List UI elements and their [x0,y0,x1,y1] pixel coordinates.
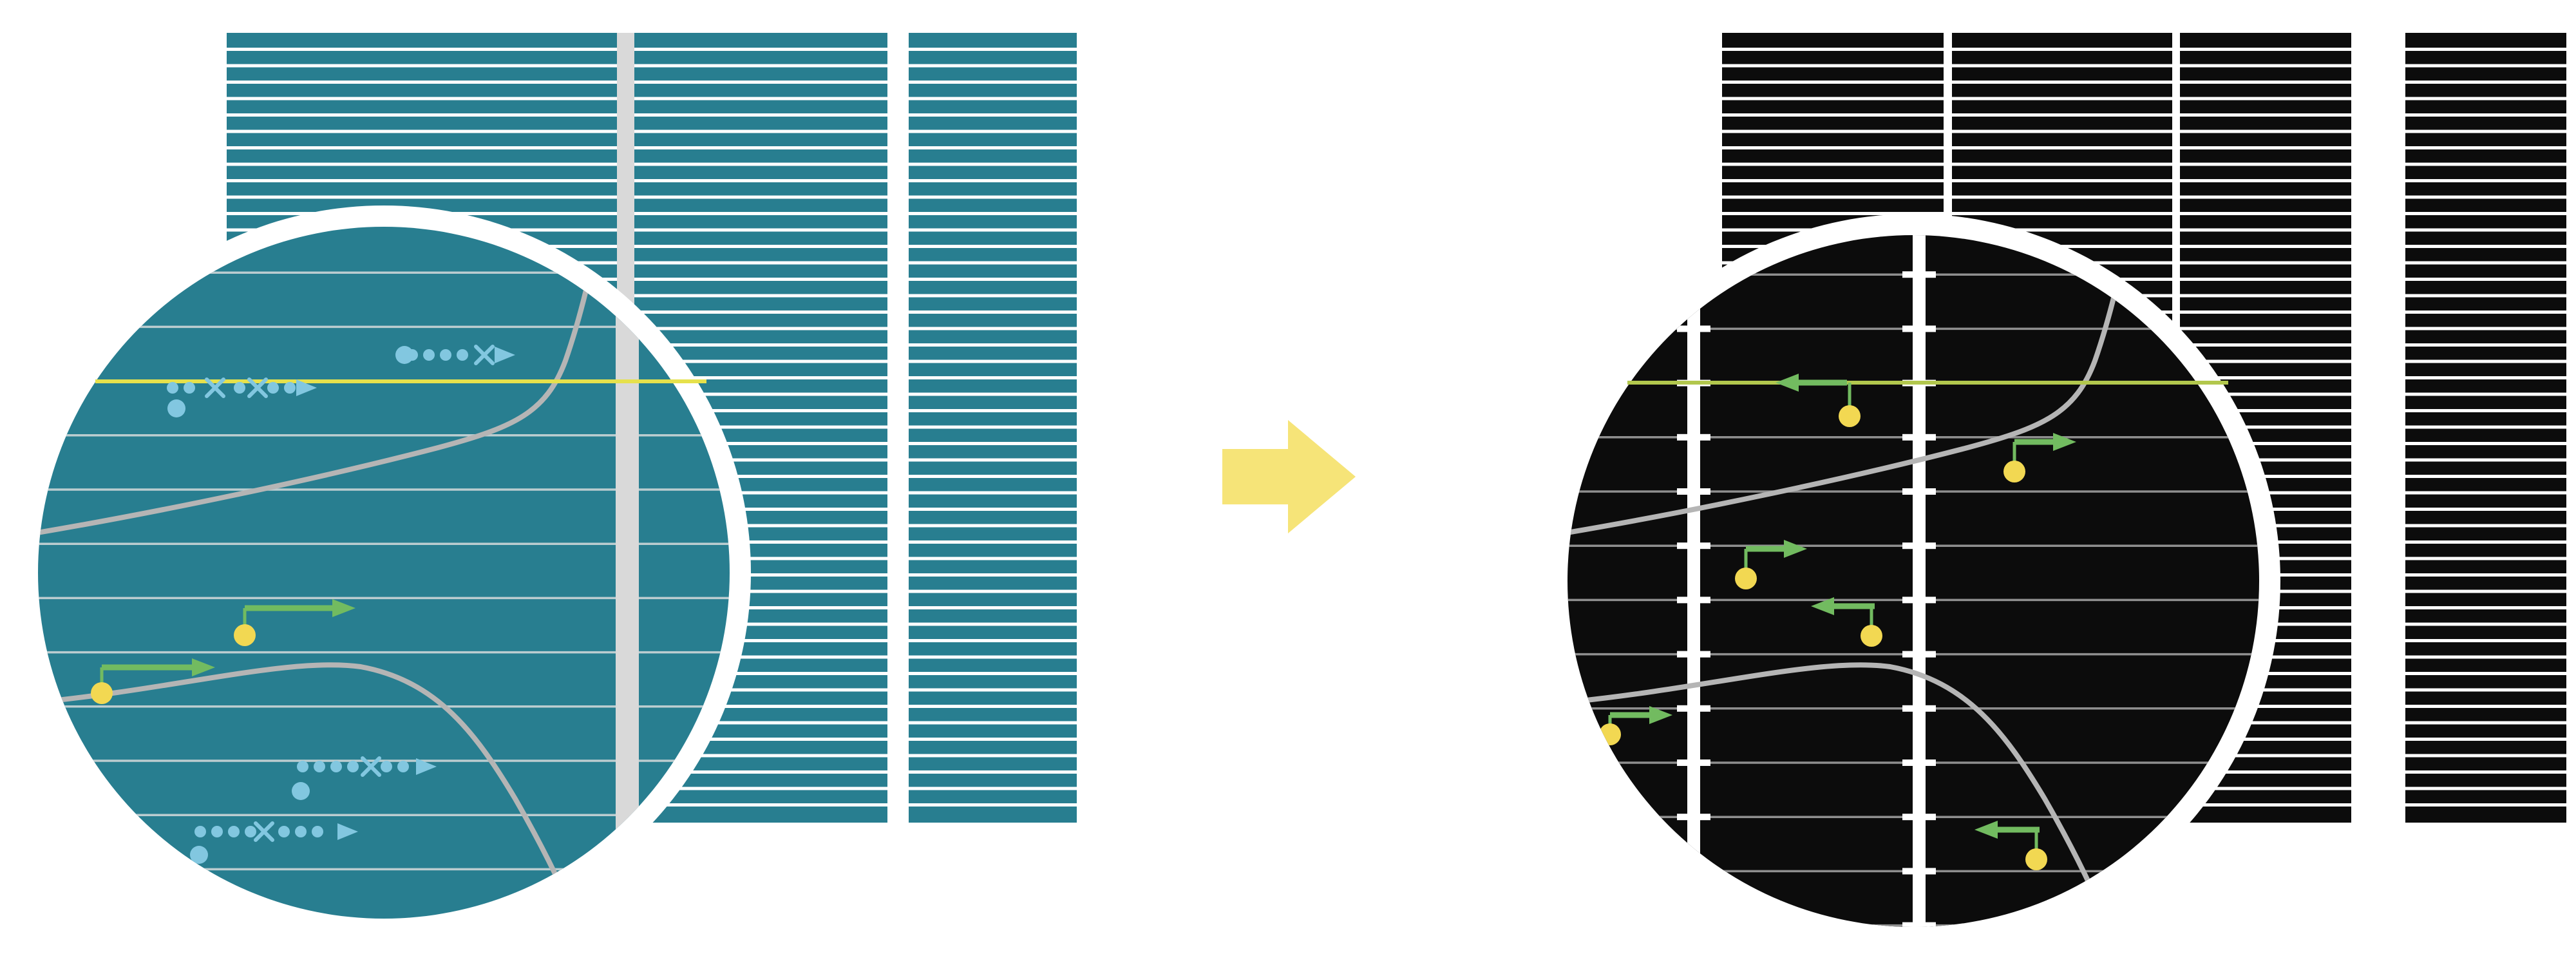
hole-arrowhead [1776,374,1799,392]
electron-loss-marker [190,821,358,864]
hole-drift-marker [234,599,355,646]
hole-arrowhead [2053,433,2076,451]
busbar [1687,235,1700,927]
busbar-tick [1677,325,1710,332]
busbar-tick [1902,814,1936,821]
hole-drift-marker [1735,540,1807,589]
hole-dot [1839,405,1861,427]
electron-dot [395,346,413,364]
recombination-cross [247,377,268,398]
path-dot [397,761,409,772]
path-dot [312,826,323,837]
busbar-tick [1677,488,1710,495]
path-dot [457,349,468,361]
path-dot [381,761,392,772]
path-dot [228,826,240,837]
hole-arrowhead [1811,597,1834,615]
hole-dot [2003,461,2025,482]
recombination-cross [254,821,274,842]
grain-boundary-curve [1567,662,2117,927]
electron-dot [292,782,310,800]
path-dot [211,826,223,837]
busbar-tick [1902,434,1936,441]
grain-boundary-curve [38,227,604,537]
path-dot [245,826,256,837]
busbar-tick [1902,868,1936,875]
electron-loss-marker [395,345,515,365]
electron-dot [190,846,208,864]
electron-arrowhead [495,347,515,363]
path-dot [284,382,296,394]
path-dot [295,826,307,837]
hole-dot [91,682,113,704]
hole-drift-marker [1776,374,1861,427]
hole-dot [1861,625,1882,647]
transform-arrow-icon [1222,420,1356,533]
path-dot [278,826,290,837]
busbar-tick [1677,759,1710,766]
busbar [1913,235,1926,927]
busbar-tick [1902,488,1936,495]
hole-drift-marker [91,658,215,704]
electron-arrowhead [296,379,317,396]
electron-arrowhead [416,758,437,775]
hole-drift-marker [1811,597,1882,647]
electron-loss-marker [292,756,437,800]
busbar-tick [1902,597,1936,604]
electron-dot [167,399,185,417]
electron-arrowhead [337,823,358,840]
electron-loss-marker [167,377,317,417]
hole-drift-marker [2003,433,2076,482]
hole-arrowhead [332,599,355,617]
hole-dot [1735,568,1757,589]
zoom-circle-left [17,205,751,940]
path-dot [330,761,342,772]
path-dot [194,826,206,837]
path-dot [297,761,308,772]
path-dot [234,382,245,394]
path-dot [184,382,195,394]
path-dot [347,761,359,772]
zoom-circle-right [1546,214,2280,948]
zoom-markers [91,345,515,864]
busbar-tick [1677,597,1710,604]
hole-arrowhead [1649,706,1672,724]
hole-dot [2025,848,2047,870]
hole-dot [234,624,256,646]
path-dot [423,349,435,361]
recombination-cross [361,756,381,777]
busbar-tick [1902,325,1936,332]
busbar-tick [1677,651,1710,658]
grain-boundary-curve [1567,235,2134,537]
path-dot [314,761,325,772]
recombination-cross [205,377,225,398]
recombination-cross [474,345,495,365]
hole-arrowhead [1975,821,1998,839]
grain-boundary-curve [38,662,587,919]
busbar-tick [1677,542,1710,549]
zoom-strip [616,227,639,919]
zoom-interior [38,227,730,919]
hole-drift-marker [1975,821,2047,870]
busbar-tick [1677,814,1710,821]
busbar-tick [1902,705,1936,712]
busbar-tick [1902,922,1936,927]
busbar-tick [1902,759,1936,766]
busbar-tick [1902,651,1936,658]
busbar-tick [1902,542,1936,549]
zoom-markers [1599,374,2076,870]
hole-arrowhead [192,658,215,676]
path-dot [267,382,279,394]
busbar-tick [1677,705,1710,712]
path-dot [167,382,178,394]
hole-arrowhead [1784,540,1807,558]
path-dot [440,349,451,361]
busbar-tick [1902,271,1936,278]
busbar-tick [1677,434,1710,441]
